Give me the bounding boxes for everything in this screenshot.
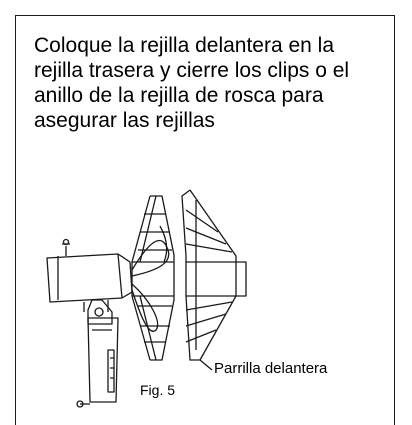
instruction-text: Coloque la rejilla delantera en la rejil…	[34, 34, 350, 132]
figure-label: Fig. 5	[140, 382, 176, 398]
instruction-panel	[15, 15, 395, 425]
fan-stand	[76, 299, 119, 408]
callout-leader	[199, 359, 213, 371]
rear-grille	[131, 195, 175, 361]
fan-assembly-illustration	[46, 189, 247, 408]
front-grille-callout: Parrilla delantera	[214, 360, 328, 377]
motor-housing	[46, 238, 133, 312]
fan-blade	[131, 225, 170, 332]
front-grille	[181, 189, 247, 361]
